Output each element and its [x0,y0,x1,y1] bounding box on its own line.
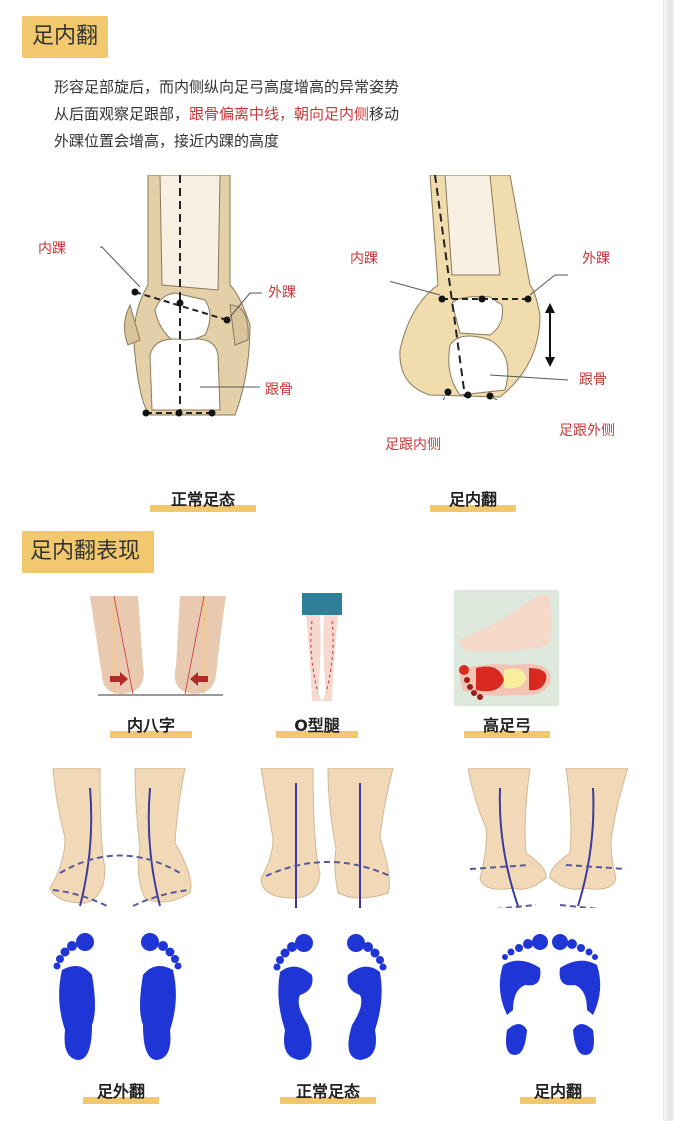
in-toeing-image [90,596,226,696]
caption-underline [464,731,550,738]
normal-ankle-diagram [100,175,262,417]
label-calcaneus-inv: 跟骨 [579,372,607,388]
caption-underline [280,1097,376,1104]
text: 移动 [369,105,400,123]
label-medial-malleolus: 内踝 [38,241,66,257]
caption-eversion: 足外翻 [83,1078,159,1104]
section-title-foot-inversion: 足内翻 [22,16,109,58]
description: 形容足部旋后，而内侧纵向足弓高度增高的异常姿势 从后面观察足跟部，跟骨偏离中线，… [54,74,399,155]
inversion-footprint [499,934,601,1055]
caption-high-arch: 高足弓 [464,712,550,738]
text: 从后面观察足跟部， [54,105,190,123]
caption-normal-foot: 正常足态 [150,486,256,512]
eversion-footprint [53,933,182,1060]
o-legs-image [302,593,342,701]
scrollbar[interactable] [663,0,674,1121]
label-lateral-malleolus-inv: 外踝 [582,251,610,267]
caption-underline [276,731,358,738]
caption-inversion: 足内翻 [520,1078,596,1104]
caption-text: O型腿 [294,716,340,735]
caption-text: 内八字 [126,716,175,735]
scrollbar-thumb[interactable] [667,0,673,1121]
normal-legs-image [260,768,394,908]
highlight-text: 跟骨偏离中线，朝向足内侧 [189,105,370,123]
description-line-3: 外踝位置会增高，接近内踝的高度 [54,128,399,155]
caption-underline [150,505,256,512]
caption-text: 正常足态 [170,490,235,509]
caption-normal: 正常足态 [280,1078,376,1104]
caption-in-toeing: 内八字 [110,712,192,738]
caption-underline [520,1097,596,1104]
description-line-1: 形容足部旋后，而内侧纵向足弓高度增高的异常姿势 [54,74,399,101]
label-calcaneus: 跟骨 [265,382,293,398]
caption-text: 足外翻 [96,1082,145,1101]
caption-underline [83,1097,159,1104]
high-arch-image [454,590,559,706]
inversion-legs-image [468,768,628,908]
label-medial-malleolus-inv: 内踝 [350,251,378,267]
text: 外踝位置会增高，接近内踝的高度 [54,132,280,150]
label-lateral-malleolus: 外踝 [268,285,296,301]
caption-text: 足内翻 [533,1082,582,1101]
caption-text: 正常足态 [295,1082,360,1101]
label-heel-medial: 足跟内侧 [385,437,441,453]
caption-underline [110,731,192,738]
normal-footprint [273,934,387,1060]
caption-text: 高足弓 [482,716,531,735]
caption-text: 足内翻 [448,490,497,509]
text: 形容足部旋后，而内侧纵向足弓高度增高的异常姿势 [54,78,400,96]
inversion-ankle-diagram [390,175,569,400]
caption-foot-inversion: 足内翻 [430,486,516,512]
description-line-2: 从后面观察足跟部，跟骨偏离中线，朝向足内侧移动 [54,101,399,128]
caption-underline [430,505,516,512]
caption-o-legs: O型腿 [276,712,358,738]
label-heel-lateral: 足跟外侧 [559,423,615,439]
section-title-symptoms: 足内翻表现 [22,531,155,573]
eversion-legs-image [49,768,192,907]
